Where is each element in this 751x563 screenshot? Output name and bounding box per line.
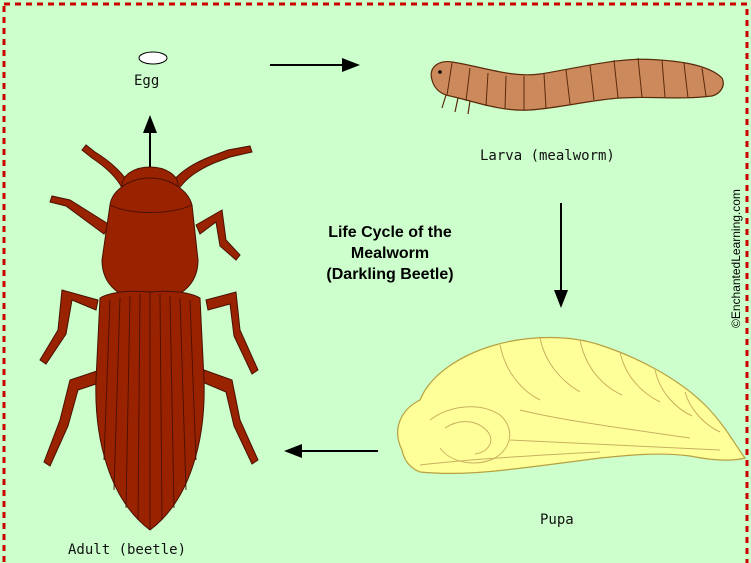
title-line: (Darkling Beetle) <box>300 264 480 285</box>
egg-label: Egg <box>134 73 159 89</box>
title-line: Mealworm <box>300 243 480 264</box>
arrow-adult-to-egg <box>143 115 157 168</box>
adult-beetle-illustration <box>40 145 258 530</box>
pupa-label: Pupa <box>540 512 574 528</box>
egg-illustration <box>139 52 167 64</box>
larva-illustration <box>431 58 723 114</box>
arrow-larva-to-pupa <box>554 203 568 308</box>
adult-label: Adult (beetle) <box>68 542 186 558</box>
arrow-pupa-to-adult <box>284 444 378 458</box>
arrow-egg-to-larva <box>270 58 360 72</box>
copyright-notice: ©EnchantedLearning.com <box>729 189 743 328</box>
diagram-title: Life Cycle of the Mealworm (Darkling Bee… <box>300 222 480 285</box>
title-line: Life Cycle of the <box>300 222 480 243</box>
larva-label: Larva (mealworm) <box>480 148 615 164</box>
pupa-illustration <box>398 338 745 474</box>
